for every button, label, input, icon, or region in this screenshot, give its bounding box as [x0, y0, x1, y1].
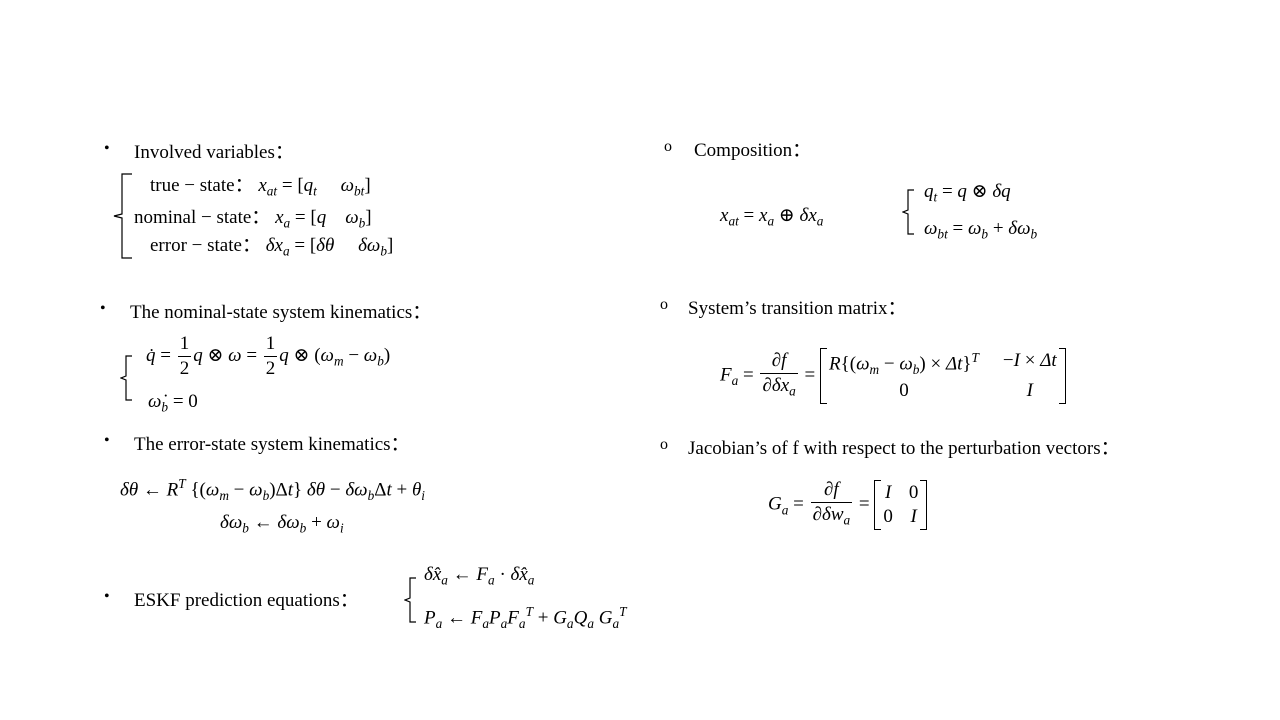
- eskf-covariance-prediction: Pa ← FaPaFaT + GaQa GaT: [424, 604, 627, 631]
- error-kinematics-heading: The error-state system kinematics：: [134, 434, 410, 455]
- bullet: •: [104, 588, 110, 605]
- transition-matrix: R{(ωm − ωb) × Δt}T −I × Δt 0 I: [820, 348, 1066, 404]
- nominal-kinematics-heading: The nominal-state system kinematics：: [130, 302, 432, 323]
- bullet: o: [660, 296, 668, 313]
- composition-equation: xat = xa ⊕ δxa: [720, 205, 824, 229]
- true-state-formula: xat = [qt ωbt]: [258, 175, 371, 199]
- left-brace: [120, 355, 132, 401]
- bias-composition: ωbt = ωb + δωb: [924, 218, 1038, 242]
- omega-b-dot-equation: ω̇b = 0: [148, 391, 198, 415]
- delta-omega-update: δωb ← δωb + ωi: [220, 512, 344, 536]
- involved-variables-heading: Involved variables：: [134, 142, 294, 163]
- bullet: o: [664, 138, 672, 155]
- nominal-state-formula: xa = [q ωb]: [275, 207, 372, 231]
- true-state-label: true − state：: [150, 175, 254, 196]
- error-state-row: error − state： δxa = [δθ δωb]: [150, 230, 393, 260]
- jacobian-heading: Jacobian’s of f with respect to the pert…: [688, 438, 1120, 459]
- left-brace: [404, 577, 416, 623]
- transition-matrix-equation: Fa = ∂f∂δxa = R{(ωm − ωb) × Δt}T −I × Δt…: [720, 348, 1066, 404]
- nominal-state-label: nominal − state：: [134, 207, 271, 228]
- left-brace: [113, 173, 132, 259]
- eskf-heading: ESKF prediction equations：: [134, 590, 359, 611]
- eskf-state-prediction: δx̂a ← Fa · δx̂a: [424, 564, 535, 588]
- bullet: •: [104, 432, 110, 449]
- true-state-row: true − state： xat = [qt ωbt]: [150, 170, 371, 200]
- bullet: •: [100, 300, 106, 317]
- quaternion-composition: qt = q ⊗ δq: [924, 181, 1011, 205]
- nominal-state-row: nominal − state： xa = [q ωb]: [134, 202, 372, 232]
- error-state-formula: δxa = [δθ δωb]: [265, 235, 394, 259]
- composition-heading: Composition：: [694, 140, 812, 161]
- bullet: •: [104, 140, 110, 157]
- error-state-label: error − state：: [150, 235, 261, 256]
- bullet: o: [660, 436, 668, 453]
- transition-heading: System’s transition matrix：: [688, 298, 907, 319]
- left-brace: [902, 189, 914, 235]
- delta-theta-update: δθ ← RT {(ωm − ωb)Δt} δθ − δωbΔt + θi: [120, 476, 425, 503]
